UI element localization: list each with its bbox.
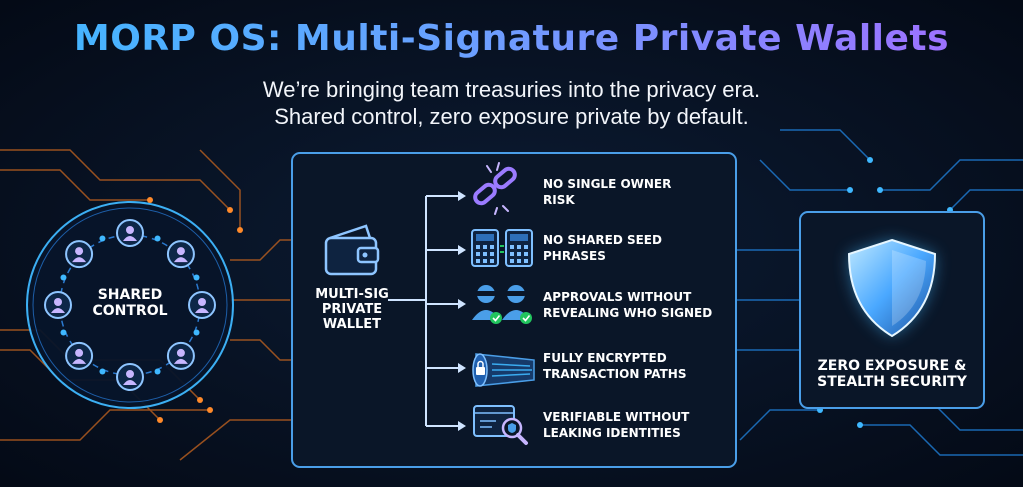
feature-no-single-owner: NO SINGLE OWNER RISK — [543, 177, 672, 207]
ring-link-node — [60, 329, 67, 336]
user-icon — [65, 341, 94, 370]
wallet-label: MULTI-SIG PRIVATE WALLET — [315, 287, 389, 332]
user-icon — [166, 341, 195, 370]
ring-link-node — [154, 235, 161, 242]
ring-link-node — [193, 329, 200, 336]
keypad-icon — [471, 229, 533, 267]
user-icon — [166, 240, 195, 269]
ring-link-node — [99, 235, 106, 242]
encrypted-tunnel-icon — [472, 353, 535, 387]
connector-arrowheads — [458, 191, 466, 431]
user-icon — [65, 240, 94, 269]
page-title: MORP OS: Multi-Signature Private Wallets — [0, 18, 1023, 59]
broken-chain-icon — [473, 162, 517, 215]
ring-link-node — [60, 274, 67, 281]
feature-verifiable: VERIFIABLE WITHOUT LEAKING IDENTITIES — [543, 410, 690, 440]
subtitle-line-2: Shared control, zero exposure private by… — [274, 104, 749, 129]
feature-no-shared-seed: NO SHARED SEED PHRASES — [543, 233, 662, 263]
circuit-traces-right — [736, 129, 1023, 456]
zero-exposure-label: ZERO EXPOSURE & STEALTH SECURITY — [817, 358, 967, 391]
user-icon — [44, 291, 72, 319]
shared-control-ring — [26, 201, 234, 409]
wallet-panel — [291, 152, 737, 468]
user-icon — [188, 291, 216, 319]
user-icon — [116, 219, 144, 247]
user-icon — [116, 363, 144, 391]
anonymous-signers-icon — [472, 285, 532, 324]
circuit-nodes-left — [147, 197, 243, 423]
shared-control-label: SHARED CONTROL — [92, 287, 168, 320]
connector-tree — [388, 195, 458, 427]
ring-link-node — [193, 274, 200, 281]
feature-encrypted-paths: FULLY ENCRYPTED TRANSACTION PATHS — [543, 351, 687, 381]
shield-icon — [847, 238, 937, 338]
wallet-icon — [324, 224, 380, 276]
ring-link-node — [99, 368, 106, 375]
verify-magnifier-icon — [473, 405, 528, 445]
subtitle-line-1: We’re bringing team treasuries into the … — [262, 77, 761, 102]
feature-approvals: APPROVALS WITHOUT REVEALING WHO SIGNED — [543, 290, 713, 320]
ring-link-node — [154, 368, 161, 375]
